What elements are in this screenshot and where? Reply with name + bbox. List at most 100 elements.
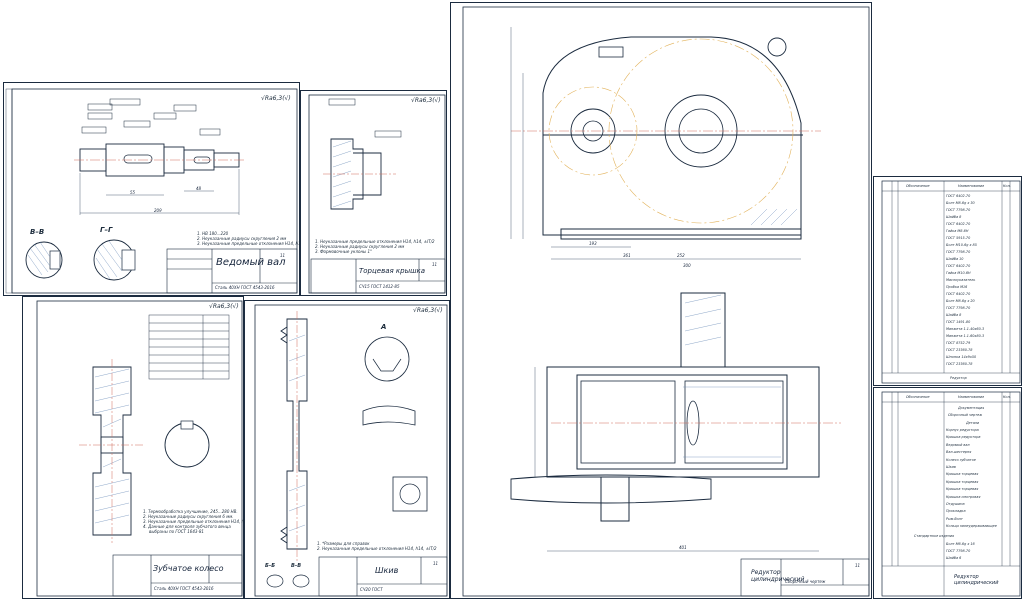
bom1-row: Шайба 8 (946, 313, 962, 317)
bom2-part-row: Крышка торцевая (946, 479, 979, 484)
bom1-row: ГОСТ 6402-70 (946, 222, 971, 226)
bom1-row: Шайба 10 (946, 257, 964, 261)
bom1-row: Манжета 1.1-60х80-3 (946, 334, 985, 338)
shaft-note-1: 1. НВ 180...220 (197, 231, 229, 236)
pulley-roughness: √Ra6,3(√) (413, 307, 443, 314)
bom1-row: ГОСТ 23360-78 (946, 348, 973, 352)
assembly-subtitle: Сборочный чертеж (785, 579, 826, 584)
shaft-dim-2: 48 (196, 186, 202, 191)
assembly-dim-3: 252 (677, 253, 685, 258)
cover-drawing (308, 94, 446, 294)
pulley-drawing (254, 304, 448, 597)
bom2-section-docs: Документация (958, 406, 985, 410)
bom2-part-row: Вал-шестерня (946, 450, 972, 455)
cover-note-1: 1. Неуказанные предельные отклонения H14… (315, 239, 435, 244)
bom2-part-row: Шкив (946, 465, 956, 469)
gear-title: Зубчатое колесо (153, 564, 224, 573)
bom2-part-row: Отдушина (946, 502, 965, 506)
bom2-part-row: Прокладка (946, 509, 966, 514)
shaft-section-gg: Г–Г (100, 226, 113, 234)
bom1-row: Гайка М10-6Н (946, 271, 971, 275)
bom1-row: ГОСТ 6402-70 (946, 292, 971, 296)
bom1-row: ГОСТ 5915-70 (946, 236, 971, 240)
sheet-gear-drawing: √Ra6,3(√) 1. Термообработка улучшение, 2… (22, 296, 263, 599)
bom2-std-row: Болт М6-6g х 16 (946, 542, 975, 546)
bom1-header-name: Наименование (958, 184, 985, 188)
pulley-section-bb: Б–Б (265, 563, 276, 569)
bom1-row: ГОСТ 6402-70 (946, 264, 971, 268)
bom2-part-row: Кольцо мазеудерживающее (946, 524, 997, 529)
bom2-section-parts: Детали (966, 421, 980, 425)
bom2-part-row: Крышка редуктора (946, 435, 981, 440)
sheet-bom-1: Обозначение Наименование Кол. ГОСТ 6402-… (873, 176, 1022, 386)
pulley-sheet-no: 11 (433, 561, 439, 566)
pulley-title: Шкив (375, 566, 399, 575)
bom1-row: ГОСТ 7798-70 (946, 250, 971, 254)
bom2-part-row: Колесо зубчатое (946, 457, 976, 462)
assembly-dim-4: 300 (683, 263, 691, 268)
bom1-row: ГОСТ 7798-70 (946, 306, 971, 310)
cover-roughness: √Ra6,3(√) (411, 97, 441, 104)
gear-material: Сталь 40ХН ГОСТ 4543-2016 (154, 586, 214, 591)
gear-roughness: √Ra6,3(√) (209, 303, 239, 310)
sheet-assembly-drawing: 361 193 252 300 401 Редуктор цилиндричес… (450, 2, 872, 599)
bom2-part-row: Корпус редуктора (946, 428, 979, 432)
bom2-header-name: Наименование (958, 395, 985, 399)
bom2-part-row: Рым-болт (946, 516, 963, 521)
assembly-title: Редуктор цилиндрический (751, 569, 805, 583)
bom1-row: Болт М8-6g х 20 (946, 299, 975, 303)
shaft-material: Сталь 40ХН ГОСТ 4543-2016 (215, 285, 275, 290)
shaft-dim-total: 209 (154, 208, 162, 213)
gear-note-5: выбраны по ГОСТ 1643-81 (149, 529, 204, 534)
bom-1-grid (881, 180, 1021, 384)
shaft-note-3: 3. Неуказанные предельные отклонения H14… (197, 241, 317, 246)
gear-note-1: 1. Термообработка улучшение, 245...280 Н… (143, 509, 238, 514)
bom1-row: Болт М8-6g х 30 (946, 201, 975, 205)
bom2-std-row: ГОСТ 7798-70 (946, 549, 971, 553)
cover-title: Торцевая крышка (359, 267, 426, 275)
gear-drawing (36, 300, 243, 597)
cover-material: СЧ15 ГОСТ 1412-85 (359, 284, 400, 289)
bom2-doc-row: Сборочный чертеж (948, 413, 983, 417)
gear-note-4: 4. Данные для контроля зубчатого венца (143, 524, 231, 529)
bom1-row: ГОСТ 7798-70 (946, 208, 971, 212)
bom2-part-row: Ведомый вал (946, 442, 970, 447)
bom1-row: ГОСТ 1491-80 (946, 320, 971, 324)
sheet-bom-2: Обозначение Наименование Кол. Документац… (873, 387, 1022, 599)
pulley-detail-a: А (381, 323, 387, 331)
shaft-title: Ведомый вал (216, 257, 286, 268)
pulley-note-1: 1. *Размеры для справок (317, 541, 370, 546)
shaft-dim-1: 55 (130, 190, 136, 195)
pulley-material: СЧ20 ГОСТ (360, 587, 383, 592)
bom2-std-row: Шайба 6 (946, 556, 962, 560)
shaft-drawing (5, 88, 298, 294)
bom1-row: ГОСТ 8752-79 (946, 341, 971, 345)
shaft-note-2: 2. Неуказанные радиусы скругления 2 мм (197, 236, 287, 241)
cover-sheet-no: 11 (432, 262, 438, 267)
bom2-title: Редуктор цилиндрический (954, 574, 999, 586)
bom1-row: Шпонка 14х9х50 (946, 355, 977, 359)
sheet-shaft-drawing: √Ra6,3(√) 209 55 48 В–В Г–Г 1. НВ 180...… (3, 82, 317, 296)
gear-note-2: 2. Неуказанные радиусы скругления 6 мм. (143, 514, 234, 519)
bom2-part-row: Крышка смотровая (946, 494, 981, 499)
shaft-section-bb: В–В (30, 228, 45, 236)
assembly-drawing (462, 6, 870, 597)
cover-note-3: 3. Формовочные уклоны 1° (315, 249, 373, 254)
bom1-row: Шайба 8 (946, 215, 962, 219)
bom2-header-qty: Кол. (1003, 395, 1011, 399)
bom2-header-designation: Обозначение (906, 395, 930, 399)
pulley-section-vv: В–В (291, 563, 302, 569)
bom1-row: ГОСТ 23360-78 (946, 362, 973, 366)
shaft-roughness: √Ra6,3(√) (261, 95, 291, 102)
bom2-section-std: Стандартные изделия (914, 534, 955, 538)
assembly-sheet-no: 11 (855, 563, 861, 568)
bom1-row: Манжета 1.1-40х60-3 (946, 327, 985, 331)
sheet-pulley-drawing: √Ra6,3(√) А Б–Б В–В 1. *Размеры для спра… (244, 300, 450, 599)
bom1-row: Пробка М16 (946, 285, 968, 289)
bom1-row: Маслоуказатель (946, 278, 976, 282)
bom1-header-qty: Кол. (1003, 184, 1011, 188)
sheet-cover-drawing: √Ra6,3(√) 1. Неуказанные предельные откл… (300, 90, 447, 296)
cover-note-2: 2. Неуказанные радиусы скругления 2 мм (315, 244, 405, 249)
bom1-footer: Редуктор (950, 376, 967, 380)
gear-note-3: 3. Неуказанные предельные отклонения H14… (143, 519, 263, 524)
